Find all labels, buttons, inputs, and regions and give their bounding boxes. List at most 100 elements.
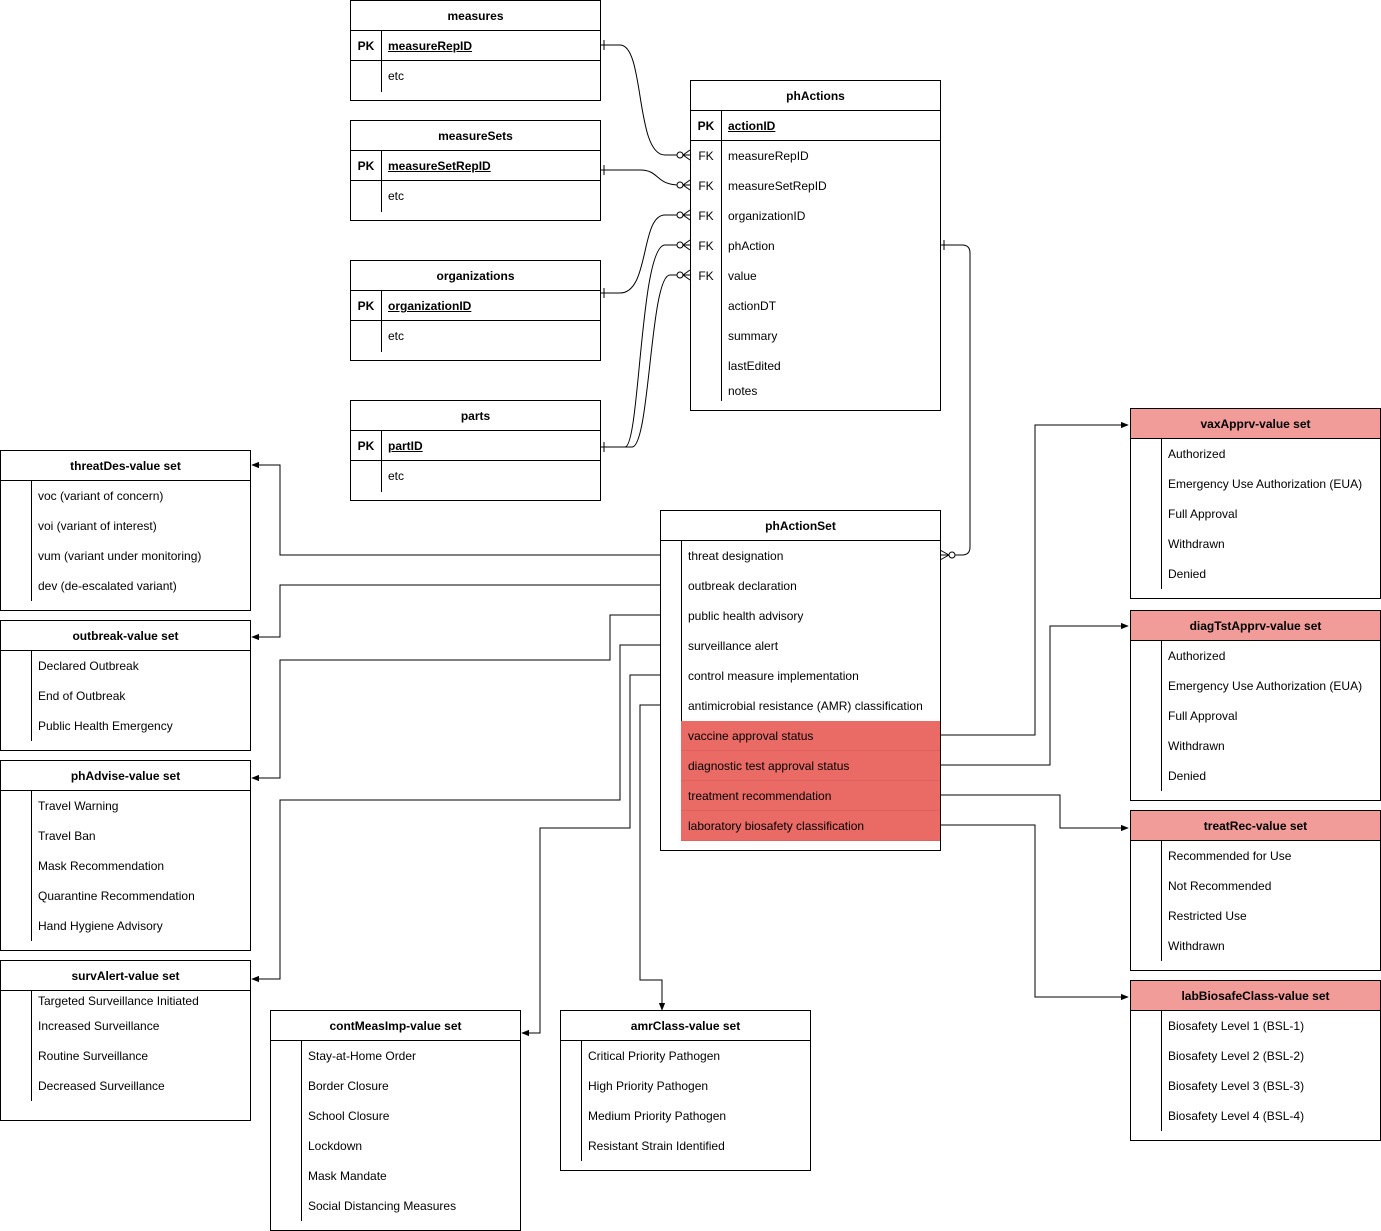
pk-row[interactable]: PK organizationID bbox=[351, 291, 600, 321]
value-row[interactable]: Declared Outbreak bbox=[1, 651, 250, 681]
entity-title: vaxApprv-value set bbox=[1131, 409, 1380, 439]
entity-survalert-value-set[interactable]: survAlert-value set Targeted Surveillanc… bbox=[0, 960, 251, 1121]
value-row[interactable]: Travel Ban bbox=[1, 821, 250, 851]
field-row[interactable]: public health advisory bbox=[661, 601, 940, 631]
field-row[interactable]: threat designation bbox=[661, 541, 940, 571]
pk-row[interactable]: PK actionID bbox=[691, 111, 940, 141]
value-row[interactable]: Targeted Surveillance Initiated bbox=[1, 991, 250, 1011]
field-row[interactable]: notes bbox=[691, 381, 940, 401]
value-row[interactable]: Denied bbox=[1131, 761, 1380, 791]
highlighted-field-row[interactable]: treatment recommendation bbox=[681, 781, 940, 811]
value-row[interactable]: School Closure bbox=[271, 1101, 520, 1131]
value-row[interactable]: Travel Warning bbox=[1, 791, 250, 821]
field-row[interactable]: etc bbox=[351, 321, 600, 351]
value-name: Restricted Use bbox=[1168, 909, 1247, 923]
value-name: School Closure bbox=[308, 1109, 390, 1123]
value-row[interactable]: Emergency Use Authorization (EUA) bbox=[1131, 671, 1380, 701]
value-row[interactable]: Withdrawn bbox=[1131, 731, 1380, 761]
value-row[interactable]: Public Health Emergency bbox=[1, 711, 250, 741]
value-row[interactable]: Full Approval bbox=[1131, 701, 1380, 731]
value-row[interactable]: Lockdown bbox=[271, 1131, 520, 1161]
field-row[interactable]: antimicrobial resistance (AMR) classific… bbox=[661, 691, 940, 721]
value-row[interactable]: Restricted Use bbox=[1131, 901, 1380, 931]
value-row[interactable]: Decreased Surveillance bbox=[1, 1071, 250, 1101]
entity-parts[interactable]: parts PK partID etc bbox=[350, 400, 601, 501]
value-name: Mask Mandate bbox=[308, 1169, 387, 1183]
value-row[interactable]: vum (variant under monitoring) bbox=[1, 541, 250, 571]
value-row[interactable]: Medium Priority Pathogen bbox=[561, 1101, 810, 1131]
field-row[interactable]: etc bbox=[351, 181, 600, 211]
fk-field: value bbox=[728, 269, 757, 283]
value-row[interactable]: Emergency Use Authorization (EUA) bbox=[1131, 469, 1380, 499]
value-row[interactable]: Mask Recommendation bbox=[1, 851, 250, 881]
entity-title: parts bbox=[351, 401, 600, 431]
value-name: Biosafety Level 1 (BSL-1) bbox=[1168, 1019, 1305, 1033]
entity-diagtstapprv-value-set[interactable]: diagTstApprv-value set Authorized Emerge… bbox=[1130, 610, 1381, 801]
entity-organizations[interactable]: organizations PK organizationID etc bbox=[350, 260, 601, 361]
value-row[interactable]: Full Approval bbox=[1131, 499, 1380, 529]
value-row[interactable]: Routine Surveillance bbox=[1, 1041, 250, 1071]
field-row[interactable]: surveillance alert bbox=[661, 631, 940, 661]
entity-amrclass-value-set[interactable]: amrClass-value set Critical Priority Pat… bbox=[560, 1010, 811, 1171]
highlighted-field-row[interactable]: laboratory biosafety classification bbox=[681, 811, 940, 841]
value-name: voc (variant of concern) bbox=[38, 489, 164, 503]
value-row[interactable]: Resistant Strain Identified bbox=[561, 1131, 810, 1161]
value-row[interactable]: Withdrawn bbox=[1131, 529, 1380, 559]
field-row[interactable]: lastEdited bbox=[691, 351, 940, 381]
entity-outbreak-value-set[interactable]: outbreak-value set Declared Outbreak End… bbox=[0, 620, 251, 751]
field-row[interactable]: etc bbox=[351, 61, 600, 91]
value-row[interactable]: Mask Mandate bbox=[271, 1161, 520, 1191]
pk-row[interactable]: PK measureSetRepID bbox=[351, 151, 600, 181]
value-row[interactable]: Authorized bbox=[1131, 641, 1380, 671]
value-row[interactable]: Hand Hygiene Advisory bbox=[1, 911, 250, 941]
pk-row[interactable]: PK partID bbox=[351, 431, 600, 461]
field-row[interactable]: summary bbox=[691, 321, 940, 351]
relation-parts-value bbox=[600, 274, 690, 448]
field-row[interactable]: etc bbox=[351, 461, 600, 491]
value-row[interactable]: Biosafety Level 2 (BSL-2) bbox=[1131, 1041, 1380, 1071]
entity-phactionset[interactable]: phActionSet threat designation outbreak … bbox=[660, 510, 941, 851]
highlighted-field-row[interactable]: diagnostic test approval status bbox=[681, 751, 940, 781]
value-name: vum (variant under monitoring) bbox=[38, 549, 202, 563]
value-row[interactable]: voc (variant of concern) bbox=[1, 481, 250, 511]
entity-phadvise-value-set[interactable]: phAdvise-value set Travel Warning Travel… bbox=[0, 760, 251, 951]
value-row[interactable]: Recommended for Use bbox=[1131, 841, 1380, 871]
value-name: Targeted Surveillance Initiated bbox=[38, 994, 199, 1008]
value-row[interactable]: End of Outbreak bbox=[1, 681, 250, 711]
value-row[interactable]: High Priority Pathogen bbox=[561, 1071, 810, 1101]
value-row[interactable]: Biosafety Level 4 (BSL-4) bbox=[1131, 1101, 1380, 1131]
entity-labbiosafeclass-value-set[interactable]: labBiosafeClass-value set Biosafety Leve… bbox=[1130, 980, 1381, 1141]
value-row[interactable]: voi (variant of interest) bbox=[1, 511, 250, 541]
entity-vaxapprv-value-set[interactable]: vaxApprv-value set Authorized Emergency … bbox=[1130, 408, 1381, 599]
pk-row[interactable]: PK measureRepID bbox=[351, 31, 600, 61]
value-row[interactable]: Biosafety Level 1 (BSL-1) bbox=[1131, 1011, 1380, 1041]
value-row[interactable]: Biosafety Level 3 (BSL-3) bbox=[1131, 1071, 1380, 1101]
value-row[interactable]: Social Distancing Measures bbox=[271, 1191, 520, 1221]
value-row[interactable]: Stay-at-Home Order bbox=[271, 1041, 520, 1071]
entity-treatrec-value-set[interactable]: treatRec-value set Recommended for Use N… bbox=[1130, 810, 1381, 971]
value-row[interactable]: Critical Priority Pathogen bbox=[561, 1041, 810, 1071]
field-row[interactable]: outbreak declaration bbox=[661, 571, 940, 601]
entity-threatdes-value-set[interactable]: threatDes-value set voc (variant of conc… bbox=[0, 450, 251, 611]
entity-measures[interactable]: measures PK measureRepID etc bbox=[350, 0, 601, 101]
value-row[interactable]: Increased Surveillance bbox=[1, 1011, 250, 1041]
field-row[interactable]: actionDT bbox=[691, 291, 940, 321]
entity-contmeasimp-value-set[interactable]: contMeasImp-value set Stay-at-Home Order… bbox=[270, 1010, 521, 1231]
value-row[interactable]: Authorized bbox=[1131, 439, 1380, 469]
pk-field: measureSetRepID bbox=[388, 159, 491, 173]
field-row[interactable]: control measure implementation bbox=[661, 661, 940, 691]
highlighted-field-row[interactable]: vaccine approval status bbox=[681, 721, 940, 751]
entity-measuresets[interactable]: measureSets PK measureSetRepID etc bbox=[350, 120, 601, 221]
value-row[interactable]: Withdrawn bbox=[1131, 931, 1380, 961]
value-row[interactable]: Border Closure bbox=[271, 1071, 520, 1101]
value-row[interactable]: Quarantine Recommendation bbox=[1, 881, 250, 911]
value-row[interactable]: dev (de-escalated variant) bbox=[1, 571, 250, 601]
value-row[interactable]: Denied bbox=[1131, 559, 1380, 589]
value-row[interactable]: Not Recommended bbox=[1131, 871, 1380, 901]
